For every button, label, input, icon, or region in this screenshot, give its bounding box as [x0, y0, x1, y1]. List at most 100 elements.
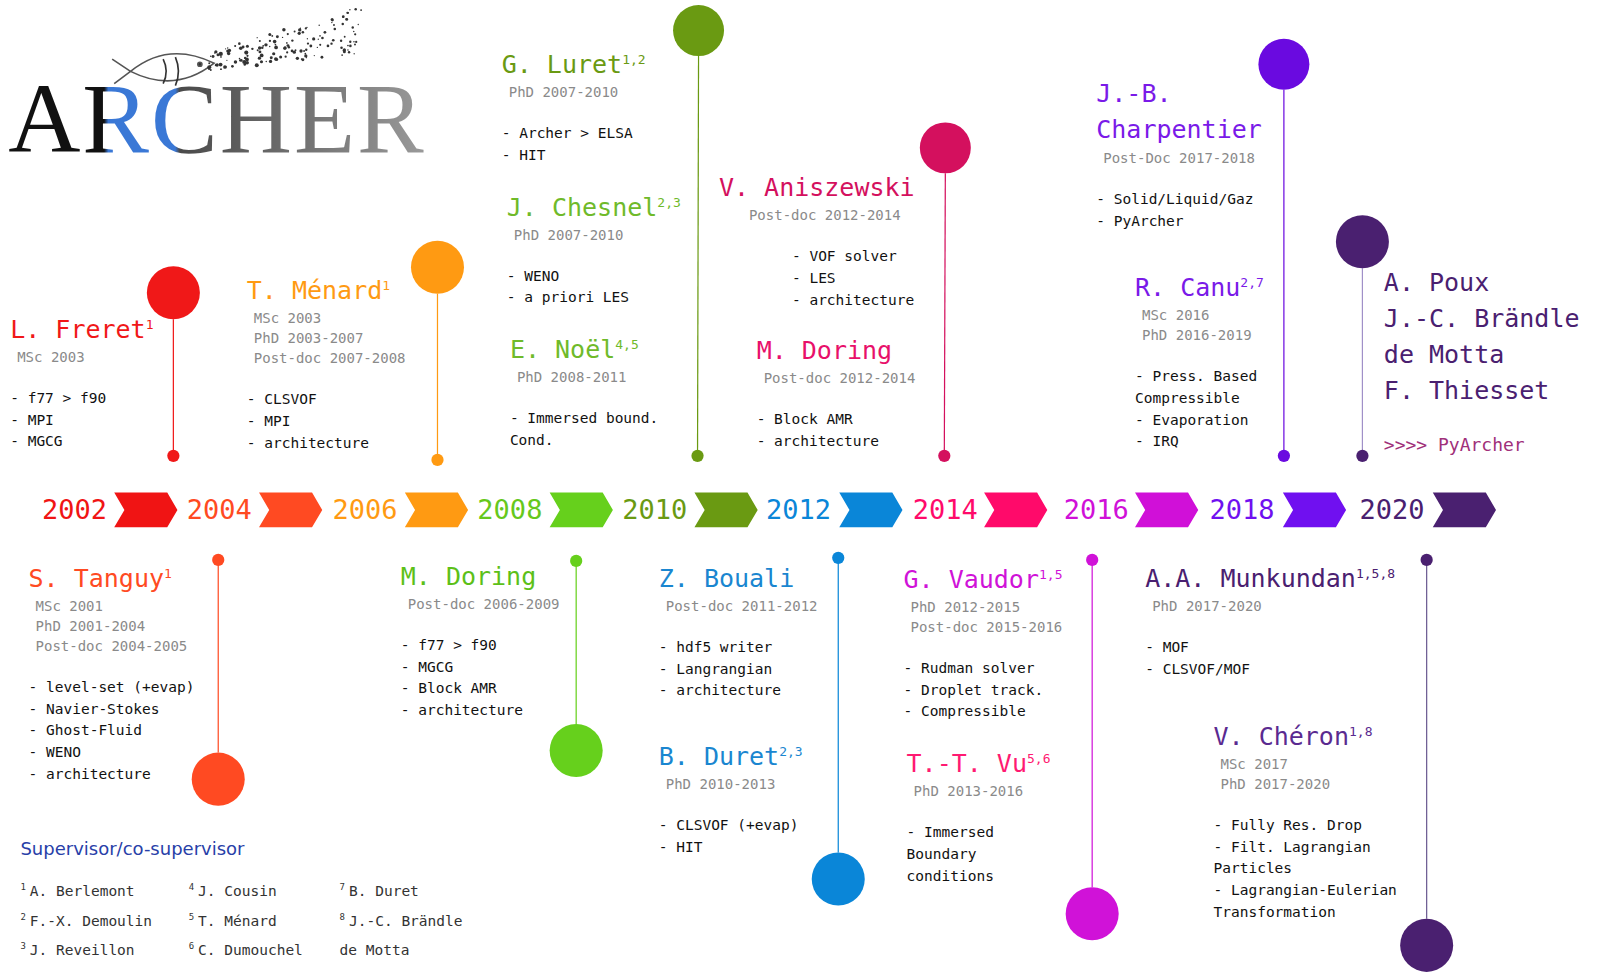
person-name: V. Aniszewski: [719, 173, 915, 202]
contribution-item: - level-set (+evap): [29, 677, 195, 699]
timeline-shape: [1283, 493, 1346, 528]
contribution-item: - Filt. Lagrangian Particles: [1214, 837, 1419, 880]
spray-dot: [269, 46, 270, 47]
spray-dot: [348, 51, 350, 53]
spray-dot: [341, 54, 343, 56]
timeline-shape: [1086, 554, 1098, 566]
spray-dot: [347, 45, 349, 47]
spray-dot: [318, 39, 319, 40]
timeline-shape: [570, 555, 582, 567]
spray-dot: [260, 60, 263, 63]
spray-dot: [347, 49, 349, 51]
person-name: G. Vaudor: [904, 565, 1039, 594]
year-label: 2012: [766, 493, 831, 527]
supervisor-number: 3: [20, 941, 25, 951]
spray-dot: [319, 44, 321, 46]
timeline-shape: [405, 493, 468, 528]
timeline-shape: [1421, 554, 1433, 566]
period-text: PhD 2008-2011: [510, 367, 685, 387]
spray-dot: [305, 49, 307, 51]
spray-dot: [239, 47, 243, 51]
name-line: B. Duret2,3: [659, 740, 803, 774]
spray-dot: [238, 42, 241, 45]
supervisor-name: C. Dumouchel: [198, 942, 303, 958]
spray-dot: [318, 24, 319, 25]
timeline-shape: [920, 122, 971, 173]
contribution-item: - VOF solver: [792, 246, 915, 268]
supervisor-name: A. Berlemont: [30, 883, 135, 899]
spray-dot: [246, 55, 248, 57]
period-text: PhD 2007-2010: [502, 82, 646, 102]
contribution-item: - Rudman solver: [904, 658, 1063, 680]
spray-dot: [294, 30, 296, 32]
spray-dot: [346, 12, 348, 14]
spray-dot: [296, 57, 299, 60]
timeline-shape: [984, 493, 1047, 528]
timeline-shape: [167, 450, 179, 462]
spray-dot: [234, 60, 237, 63]
person-entry: J. Chesnel2,3PhD 2007-2010- WENO- a prio…: [507, 191, 681, 309]
spray-dot: [307, 38, 308, 39]
name-line: J. Chesnel2,3: [507, 191, 681, 225]
period-text: PhD 2013-2016: [907, 781, 1051, 801]
contribution-item: - a priori LES: [507, 287, 681, 309]
legend-entry: 4J. Cousin: [189, 877, 277, 906]
supervisor-number: 6: [189, 941, 194, 951]
spray-dot: [354, 53, 355, 54]
contribution-item: - HIT: [502, 145, 646, 167]
spray-dot: [215, 63, 218, 66]
person-name: T.-T. Vu: [907, 749, 1027, 778]
spray-dot: [301, 58, 304, 61]
spray-dot: [340, 46, 343, 49]
person-entry: A.A. Munkundan1,5,8PhD 2017-2020- MOF- C…: [1145, 562, 1395, 680]
timeline-shape: [114, 493, 177, 528]
contribution-item: - f77 > f90: [401, 635, 560, 657]
period-text: Post-doc 2007-2008: [247, 348, 406, 368]
supervisor-number: 2,3: [657, 194, 680, 209]
spray-dot: [299, 49, 302, 52]
person-entry: J.-B. CharpentierPost-Doc 2017-2018- Sol…: [1096, 76, 1296, 232]
spray-dot: [330, 42, 332, 44]
person-name: S. Tanguy: [29, 564, 164, 593]
name-line: E. Noël4,5: [510, 333, 685, 367]
spray-dot: [295, 49, 297, 51]
spray-dot: [354, 8, 357, 11]
spray-dot: [340, 40, 342, 42]
spray-dot: [298, 28, 301, 31]
spray-dot: [287, 33, 289, 35]
spray-dot: [346, 18, 348, 20]
spray-dot: [343, 48, 346, 51]
timeline-shape: [1283, 90, 1284, 456]
contribution-item: - HIT: [659, 837, 803, 859]
contribution-item: - IRQ: [1135, 431, 1275, 453]
spray-dot: [307, 42, 309, 44]
timeline-shape: [838, 558, 839, 853]
supervisor-number: 1: [20, 882, 25, 892]
person-name: J.-C. Brändle de Motta: [1384, 301, 1594, 373]
contribution-item: - architecture: [757, 431, 916, 453]
name-line: G. Luret1,2: [502, 48, 646, 82]
supervisor-number: 4: [189, 882, 194, 892]
timeline-chevrons: [114, 493, 1496, 528]
spray-dot: [244, 57, 246, 59]
contribution-item: - Press. Based Compressible: [1135, 366, 1275, 409]
timeline-shape: [1400, 919, 1453, 972]
timeline-shape: [1258, 39, 1309, 90]
contribution-item: - f77 > f90: [10, 388, 153, 410]
spray-dot: [300, 28, 301, 29]
period-text: Post-doc 2004-2005: [29, 636, 195, 656]
person-name: A. Poux: [1384, 265, 1594, 301]
person-entry: L. Freret1MSc 2003- f77 > f90- MPI- MGCG: [10, 313, 153, 453]
supervisor-number: 1,5: [1039, 567, 1062, 582]
spray-dot: [321, 56, 324, 59]
legend-entry: 8J.-C. Brändle de Motta: [340, 907, 472, 965]
spray-dot: [349, 9, 350, 10]
spray-dot: [257, 49, 259, 51]
name-line: V. Aniszewski: [719, 171, 915, 205]
legend-entry: 6 C. Dumouchel: [189, 936, 303, 965]
spray-dot: [258, 50, 261, 53]
spray-dot: [258, 57, 261, 60]
timeline-shape: [147, 266, 200, 319]
timeline-shape: [173, 319, 174, 456]
spray-dot: [227, 52, 230, 55]
